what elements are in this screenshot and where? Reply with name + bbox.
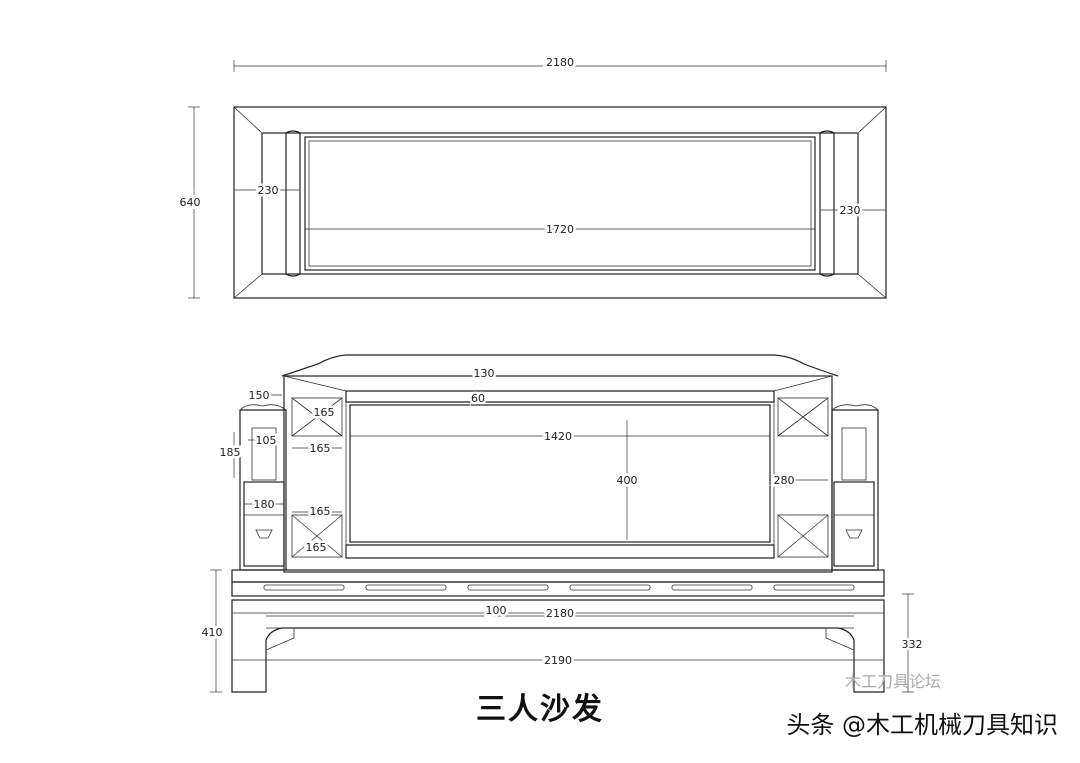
dim-corner-upper: 165 [310,505,331,518]
dim-post-offset-upper: 165 [314,406,335,419]
back-panel [349,404,771,543]
drawing-caption: 三人沙发 [476,692,604,727]
dim-panel-height: 400 [617,474,638,487]
dim-total-height: 410 [202,626,223,639]
plan-outer-frame [233,106,887,299]
dim-panel-width: 1420 [544,430,572,443]
dim-seat-height: 332 [902,638,923,651]
dim-arm-width: 280 [774,474,795,487]
dim-seat-rail: 100 [486,604,507,617]
right-arm [831,409,879,571]
watermark: 头条 @木工机械刀具知识 [786,711,1058,739]
dim-side-post-top: 150 [249,389,270,402]
watermark-faint: 木工刀具论坛 [845,672,942,691]
dim-corner-lower: 165 [306,541,327,554]
front-view: 130 60 150 165 105 185 165 1420 400 280 … [199,354,925,693]
dim-top-width: 130 [474,367,495,380]
dim-base-width: 2190 [544,654,572,667]
dim-seat-width: 2180 [546,607,574,620]
dim-inner-length: 1720 [546,223,574,236]
dim-top-rail: 60 [471,392,485,405]
dim-depth: 640 [180,196,201,209]
dim-side-width-upper: 105 [256,434,277,447]
crest-rail [281,354,839,377]
plan-view: 2180 640 230 230 1720 [177,53,887,299]
dim-drawer-width: 180 [254,498,275,511]
dim-arm-right: 230 [840,204,861,217]
dim-side-height: 185 [220,446,241,459]
dim-arm-left: 230 [258,184,279,197]
dim-post-offset-lower: 165 [310,442,331,455]
dim-overall-width: 2180 [546,56,574,69]
